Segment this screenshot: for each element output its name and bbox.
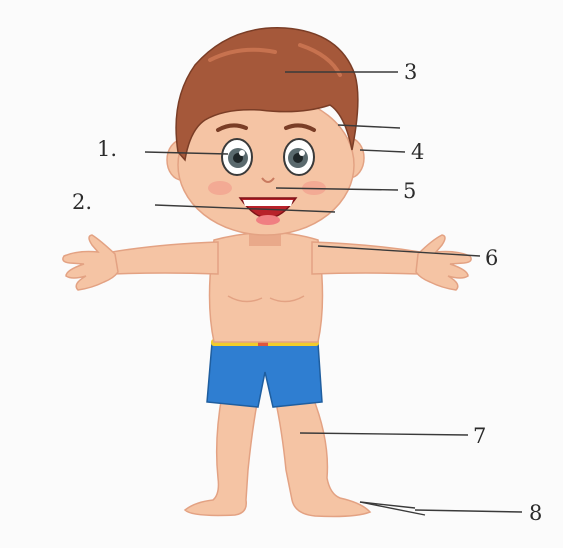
right-arm	[312, 235, 471, 290]
label-4: 4	[411, 142, 424, 163]
label-1: 1.	[97, 139, 117, 160]
label-5: 5	[403, 181, 416, 202]
label-6: 6	[485, 248, 498, 269]
shorts	[207, 339, 322, 407]
label-8: 8	[529, 503, 542, 524]
torso	[210, 233, 323, 343]
label-7: 7	[473, 426, 486, 447]
left-arm	[63, 235, 218, 290]
label-3: 3	[404, 62, 417, 83]
label-2: 2.	[72, 192, 92, 213]
legs	[185, 395, 370, 517]
